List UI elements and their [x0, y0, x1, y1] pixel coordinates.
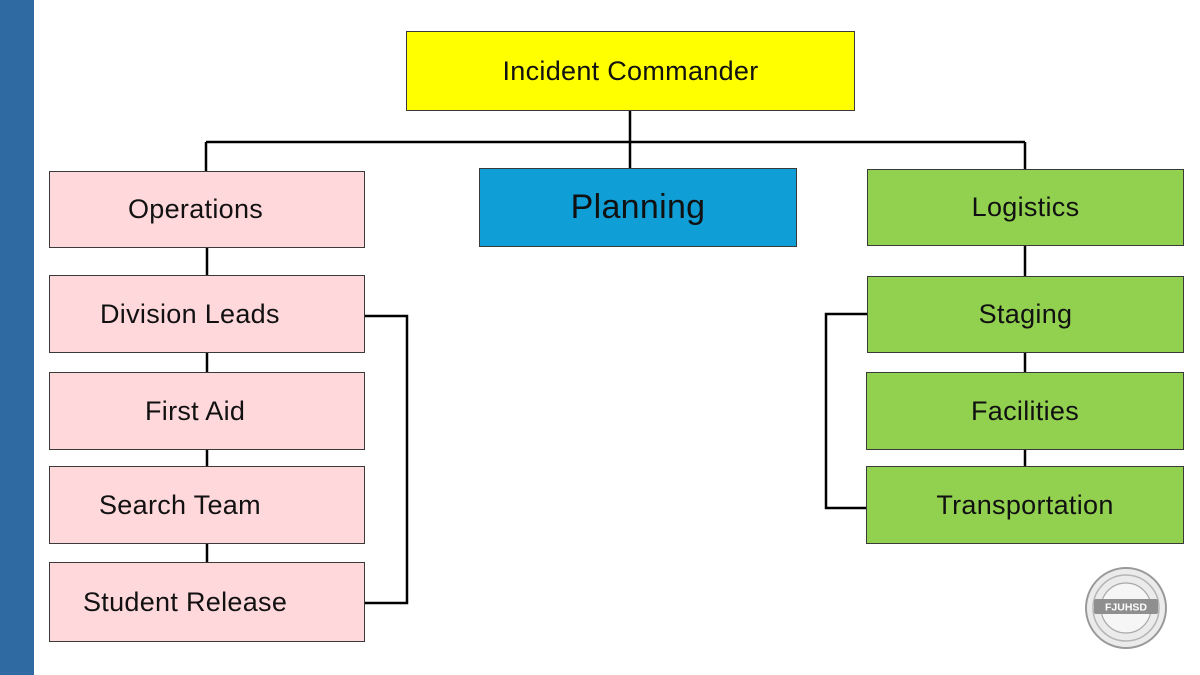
logistics-unit-facilities: Facilities	[866, 372, 1184, 450]
logistics-unit-label: Staging	[978, 299, 1073, 329]
logistics-unit-label: Facilities	[970, 395, 1080, 426]
operations-unit-division-leads: Division Leads	[49, 275, 365, 353]
logistics-label: Logistics	[971, 192, 1080, 222]
incident-commander-box: Incident Commander	[406, 31, 855, 111]
logistics-unit-label: Transportation	[936, 489, 1114, 520]
operations-label: Operations	[128, 194, 264, 224]
logistics-unit-transportation: Transportation	[866, 466, 1184, 544]
operations-unit-first-aid: First Aid	[49, 372, 365, 450]
connector-operations-bracket	[365, 314, 409, 605]
planning-box: Planning	[479, 168, 797, 247]
operations-box: Operations	[49, 171, 365, 248]
district-seal-text: FJUHSD	[1105, 602, 1147, 614]
planning-label: Planning	[570, 188, 706, 226]
incident-commander-label: Incident Commander	[502, 55, 759, 86]
connector-logistics-bracket	[824, 312, 867, 510]
slide-accent-bar	[0, 0, 34, 675]
operations-unit-student-release: Student Release	[49, 562, 365, 642]
operations-unit-label: Division Leads	[100, 298, 280, 329]
operations-unit-label: Student Release	[83, 586, 288, 617]
operations-unit-label: Search Team	[99, 489, 261, 520]
logistics-unit-staging: Staging	[867, 276, 1184, 353]
district-seal-icon: FJUHSD	[1085, 567, 1167, 649]
operations-unit-search-team: Search Team	[49, 466, 365, 544]
logistics-box: Logistics	[867, 169, 1184, 246]
operations-unit-label: First Aid	[145, 395, 246, 426]
